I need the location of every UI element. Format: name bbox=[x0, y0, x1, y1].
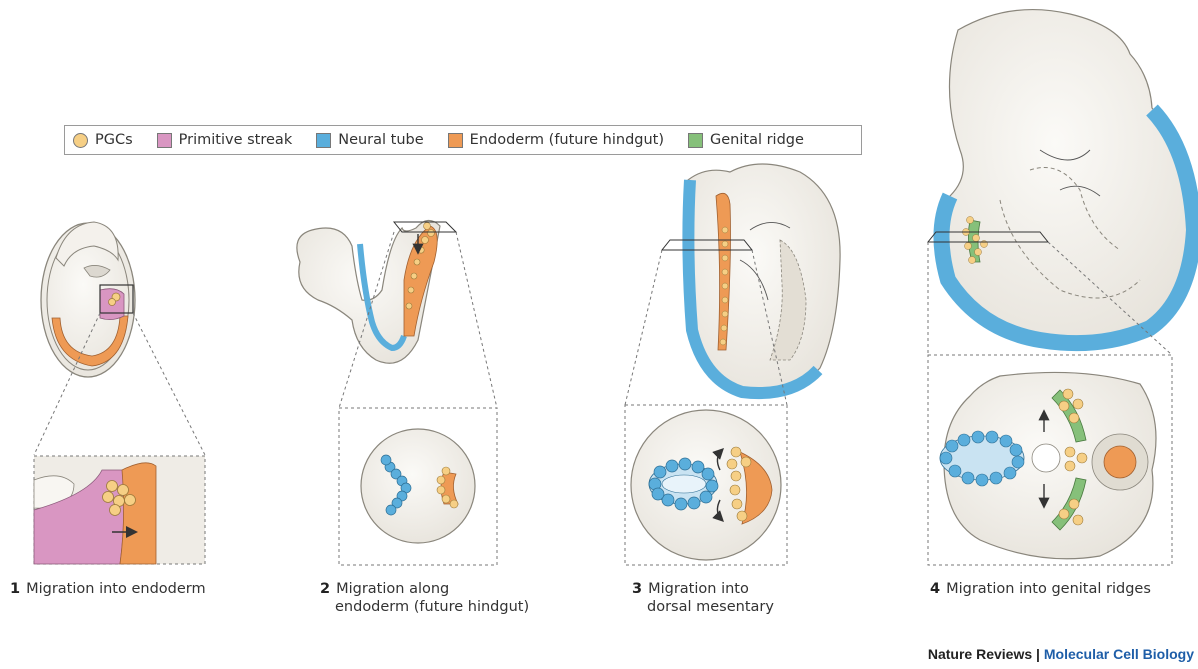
legend-item: PGCs bbox=[73, 132, 133, 148]
legend-label: Endoderm (future hindgut) bbox=[470, 132, 664, 148]
caption-line: Migration along bbox=[336, 581, 449, 597]
caption-line: Migration into bbox=[648, 581, 749, 597]
panel-3-embryo bbox=[662, 164, 840, 394]
caption-number: 4 bbox=[930, 581, 940, 597]
legend-item: Genital ridge bbox=[688, 132, 804, 148]
credit-subjournal: Molecular Cell Biology bbox=[1044, 646, 1194, 662]
journal-credit: Nature Reviews | Molecular Cell Biology bbox=[928, 646, 1194, 662]
caption-line: Migration into endoderm bbox=[26, 581, 206, 597]
credit-journal: Nature Reviews bbox=[928, 646, 1032, 662]
panel-2-embryo bbox=[297, 220, 456, 363]
panel-1-embryo bbox=[41, 222, 135, 377]
legend-swatch bbox=[448, 133, 463, 148]
caption-number: 2 bbox=[320, 581, 330, 597]
panel-4-embryo bbox=[928, 10, 1194, 344]
caption-panel-2: 2 Migration along endoderm (future hindgu… bbox=[320, 580, 529, 616]
legend-swatch bbox=[73, 133, 88, 148]
panel-1-inset bbox=[34, 456, 205, 564]
caption-panel-4: 4 Migration into genital ridges bbox=[930, 580, 1151, 598]
credit-separator: | bbox=[1032, 646, 1044, 662]
caption-line: Migration into genital ridges bbox=[946, 581, 1151, 597]
legend-item: Neural tube bbox=[316, 132, 423, 148]
panel-4-inset bbox=[928, 355, 1172, 565]
legend-label: Primitive streak bbox=[179, 132, 293, 148]
legend-item: Primitive streak bbox=[157, 132, 293, 148]
legend-label: PGCs bbox=[95, 132, 133, 148]
panel-3-inset bbox=[625, 405, 787, 565]
legend-label: Neural tube bbox=[338, 132, 423, 148]
legend-swatch bbox=[688, 133, 703, 148]
caption-panel-3: 3 Migration into dorsal mesentary bbox=[632, 580, 774, 616]
caption-panel-1: 1 Migration into endoderm bbox=[10, 580, 206, 598]
caption-line: endoderm (future hindgut) bbox=[335, 599, 529, 615]
legend-swatch bbox=[316, 133, 331, 148]
legend-swatch bbox=[157, 133, 172, 148]
legend-item: Endoderm (future hindgut) bbox=[448, 132, 664, 148]
panel-2-inset bbox=[339, 408, 497, 565]
caption-line: dorsal mesentary bbox=[647, 599, 774, 615]
caption-number: 1 bbox=[10, 581, 20, 597]
legend-label: Genital ridge bbox=[710, 132, 804, 148]
caption-number: 3 bbox=[632, 581, 642, 597]
legend: PGCs Primitive streak Neural tube Endoderm … bbox=[64, 125, 862, 155]
